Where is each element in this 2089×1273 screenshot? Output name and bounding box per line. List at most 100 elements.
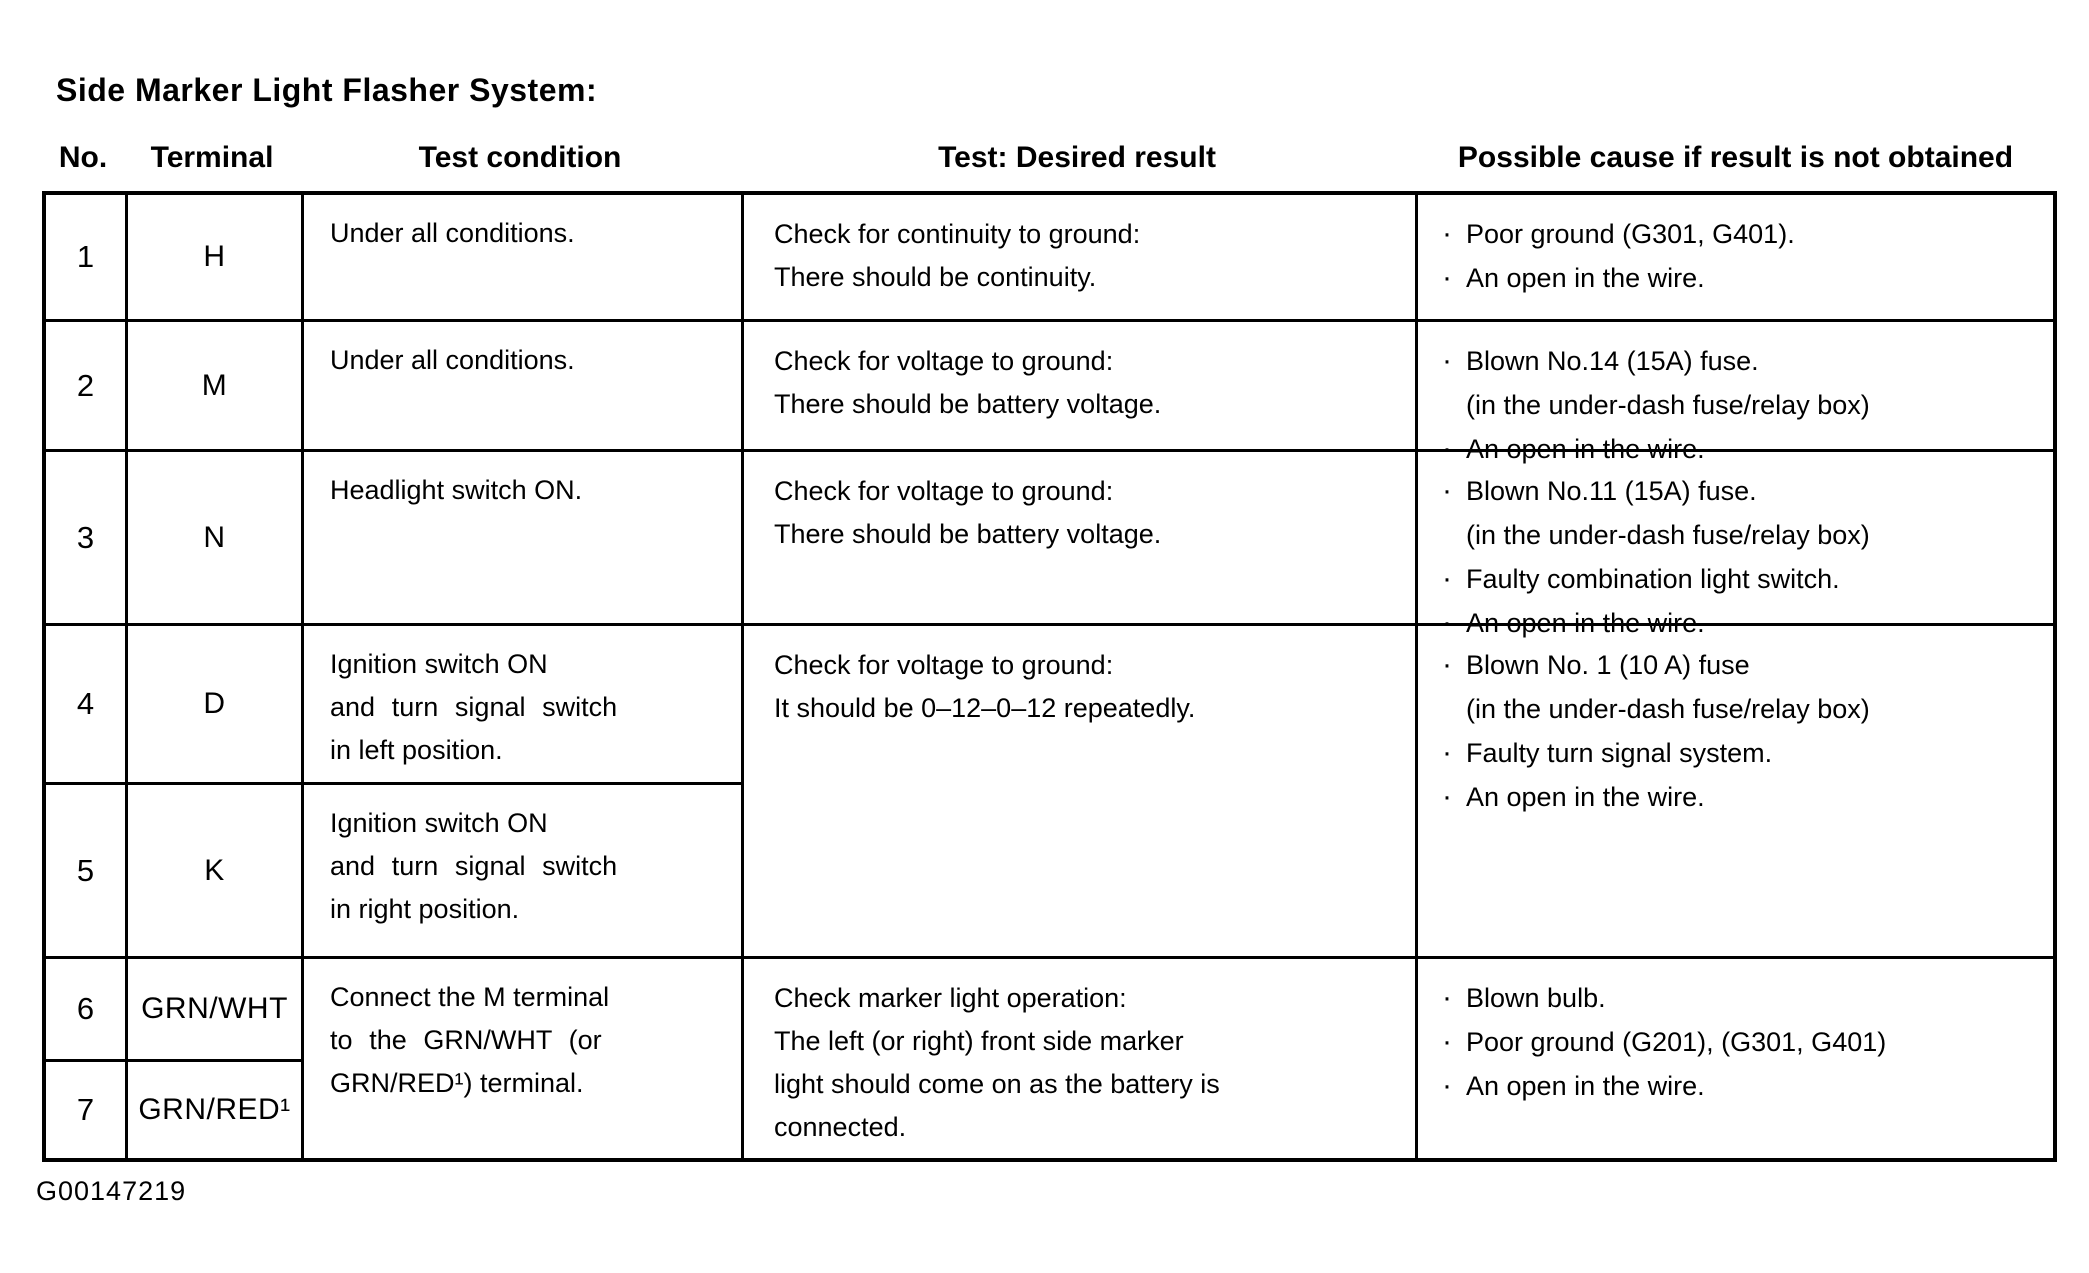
row6-no: 6 (46, 959, 128, 1062)
row3-terminal: N (128, 452, 304, 626)
text-line: Under all conditions. (330, 345, 575, 375)
text-line: Connect the M terminal (330, 982, 610, 1012)
cause-item: · Blown No. 1 (10 A) fuse (in the under-… (1442, 643, 2047, 731)
bullet-icon: · (1442, 981, 1452, 1014)
text-line: An open in the wire. (1466, 1071, 1705, 1101)
table-header-row: No. Terminal Test condition Test: Desire… (42, 138, 2057, 178)
row3-condition: Headlight switch ON. (304, 452, 744, 626)
cause-item: · Blown bulb. (1442, 976, 2047, 1020)
test-table: 1 H Under all conditions. Check for cont… (42, 191, 2057, 1162)
row1-terminal: H (128, 195, 304, 322)
row2-terminal: M (128, 322, 304, 452)
text-line: Faulty turn signal system. (1466, 738, 1773, 768)
bullet-icon: · (1442, 736, 1452, 769)
text-line: Check for continuity to ground: (774, 219, 1141, 249)
row6-7-result: Check marker light operation: The left (… (744, 959, 1418, 1158)
text-line: (in the under-dash fuse/relay box) (1466, 390, 1870, 420)
text-line: Poor ground (G301, G401). (1466, 219, 1795, 249)
row3-causes: · Blown No.11 (15A) fuse. (in the under-… (1418, 452, 2053, 639)
text-line: There should be continuity. (774, 262, 1097, 292)
text-line: Poor ground (G201), (G301, G401) (1466, 1027, 1887, 1057)
text-line: Blown No.14 (15A) fuse. (1466, 346, 1759, 376)
cause-item: · An open in the wire. (1442, 601, 2047, 645)
row1-condition: Under all conditions. (304, 195, 744, 322)
column-header-terminal: Terminal (150, 141, 274, 174)
column-header-possible-cause: Possible cause if result is not obtained (1457, 141, 2014, 174)
text-line: (in the under-dash fuse/relay box) (1466, 694, 1870, 724)
text-line: Ignition switch ON (330, 808, 548, 838)
text-line: GRN/RED¹) terminal. (330, 1068, 584, 1098)
text-line: Check marker light operation: (774, 983, 1127, 1013)
row3-result: Check for voltage to ground: There shoul… (744, 452, 1418, 626)
text-line: connected. (774, 1112, 907, 1142)
row1-causes: · Poor ground (G301, G401). · An open in… (1418, 195, 2053, 322)
text-line: Ignition switch ON (330, 649, 548, 679)
cause-item: · An open in the wire. (1442, 427, 2047, 471)
row7-terminal: GRN/RED¹ (128, 1062, 304, 1158)
text-line: Blown bulb. (1466, 983, 1606, 1013)
cause-item: · Poor ground (G301, G401). (1442, 212, 2047, 256)
text-line: The left (or right) front side marker (774, 1026, 1184, 1056)
text-line: in left position. (330, 735, 503, 765)
text-line: (in the under-dash fuse/relay box) (1466, 520, 1870, 550)
bullet-icon: · (1442, 217, 1452, 250)
text-line: to the GRN/WHT (or (330, 1025, 602, 1055)
row4-terminal: D (128, 626, 304, 785)
text-line: There should be battery voltage. (774, 519, 1162, 549)
column-header-test-condition: Test condition (418, 141, 622, 174)
text-line: light should come on as the battery is (774, 1069, 1220, 1099)
row7-no: 7 (46, 1062, 128, 1158)
cause-item: · Blown No.14 (15A) fuse. (in the under-… (1442, 339, 2047, 427)
text-line: An open in the wire. (1466, 608, 1705, 638)
text-line: in right position. (330, 894, 520, 924)
cause-item: · An open in the wire. (1442, 1064, 2047, 1108)
bullet-icon: · (1442, 261, 1452, 294)
bullet-icon: · (1442, 562, 1452, 595)
row5-terminal: K (128, 785, 304, 959)
bullet-icon: · (1442, 1069, 1452, 1102)
bullet-icon: · (1442, 432, 1452, 465)
row4-condition: Ignition switch ON and turn signal switc… (304, 626, 744, 785)
row4-5-result: Check for voltage to ground: It should b… (744, 626, 1418, 959)
text-line: Faulty combination light switch. (1466, 564, 1840, 594)
column-header-no: No. (58, 141, 108, 174)
cause-item: · Faulty combination light switch. (1442, 557, 2047, 601)
text-line: Blown No. 1 (10 A) fuse (1466, 650, 1750, 680)
bullet-icon: · (1442, 474, 1452, 507)
text-line: Check for voltage to ground: (774, 476, 1114, 506)
page-title: Side Marker Light Flasher System: (56, 72, 598, 108)
row4-5-causes: · Blown No. 1 (10 A) fuse (in the under-… (1418, 626, 2053, 959)
cause-item: · Poor ground (G201), (G301, G401) (1442, 1020, 2047, 1064)
bullet-icon: · (1442, 1025, 1452, 1058)
row1-no: 1 (46, 195, 128, 322)
text-line: There should be battery voltage. (774, 389, 1162, 419)
row5-no: 5 (46, 785, 128, 959)
cause-item: · Blown No.11 (15A) fuse. (in the under-… (1442, 469, 2047, 557)
cause-item: · An open in the wire. (1442, 775, 2047, 819)
bullet-icon: · (1442, 648, 1452, 681)
row2-no: 2 (46, 322, 128, 452)
column-header-desired-result: Test: Desired result (938, 141, 1216, 174)
text-line: An open in the wire. (1466, 434, 1705, 464)
row1-result: Check for continuity to ground: There sh… (744, 195, 1418, 322)
row6-7-causes: · Blown bulb. · Poor ground (G201), (G30… (1418, 959, 2053, 1158)
text-line: Blown No.11 (15A) fuse. (1466, 476, 1757, 506)
text-line: Headlight switch ON. (330, 475, 583, 505)
row6-7-condition: Connect the M terminal to the GRN/WHT (o… (304, 959, 744, 1158)
bullet-icon: · (1442, 344, 1452, 377)
bullet-icon: · (1442, 606, 1452, 639)
text-line: An open in the wire. (1466, 263, 1705, 293)
row2-causes: · Blown No.14 (15A) fuse. (in the under-… (1418, 322, 2053, 465)
text-line: An open in the wire. (1466, 782, 1705, 812)
text-line: Under all conditions. (330, 218, 575, 248)
row3-no: 3 (46, 452, 128, 626)
text-line: Check for voltage to ground: (774, 650, 1114, 680)
row2-result: Check for voltage to ground: There shoul… (744, 322, 1418, 452)
figure-code: G00147219 (36, 1176, 187, 1206)
cause-item: · An open in the wire. (1442, 256, 2047, 300)
row5-condition: Ignition switch ON and turn signal switc… (304, 785, 744, 959)
row4-no: 4 (46, 626, 128, 785)
cause-item: · Faulty turn signal system. (1442, 731, 2047, 775)
text-line: and turn signal switch (330, 692, 618, 722)
